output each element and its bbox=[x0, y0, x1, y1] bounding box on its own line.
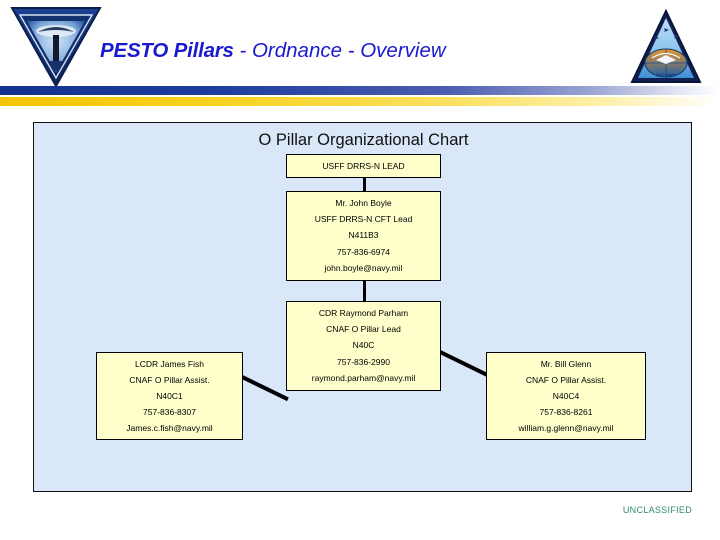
org-box-email: john.boyle@navy.mil bbox=[324, 263, 403, 274]
org-box-fish[interactable]: LCDR James Fish CNAF O Pillar Assist. N4… bbox=[96, 352, 243, 440]
org-box-name: CDR Raymond Parham bbox=[318, 307, 409, 318]
chart-title: O Pillar Organizational Chart bbox=[258, 131, 469, 149]
org-box-email: James.c.fish@navy.mil bbox=[126, 422, 213, 433]
org-box-email: william.g.glenn@navy.mil bbox=[518, 422, 614, 433]
connector-parham-to-glenn bbox=[433, 347, 491, 378]
org-box-parham[interactable]: CDR Raymond Parham CNAF O Pillar Lead N4… bbox=[286, 301, 441, 391]
org-box-role: CNAF O Pillar Lead bbox=[326, 324, 401, 335]
org-box-role: USFF DRRS-N CFT Lead bbox=[314, 214, 413, 225]
org-box-phone: 757-836-2990 bbox=[337, 356, 390, 367]
org-box-role: CNAF O Pillar Assist. bbox=[525, 374, 607, 385]
org-chart-panel: O Pillar Organizational Chart USFF DRRS-… bbox=[33, 122, 692, 492]
org-box-code: N40C bbox=[352, 340, 375, 351]
connector-boyle-to-parham bbox=[363, 281, 366, 301]
org-box-code: N411B3 bbox=[348, 230, 379, 241]
org-box-email: raymond.parham@navy.mil bbox=[311, 373, 416, 384]
page-title-bold: PESTO Pillars bbox=[100, 39, 234, 62]
page-title: PESTO Pillars - Ordnance - Overview bbox=[100, 38, 620, 64]
header-gold-band bbox=[0, 97, 720, 106]
page-title-rest: - Ordnance - Overview bbox=[233, 39, 446, 62]
org-box-phone: 757-836-6974 bbox=[337, 246, 390, 257]
org-box-line: USFF DRRS-N LEAD bbox=[322, 160, 405, 171]
org-box-boyle[interactable]: Mr. John Boyle USFF DRRS-N CFT Lead N411… bbox=[286, 191, 441, 281]
org-box-phone: 757-836-8261 bbox=[539, 406, 593, 417]
header-blue-band bbox=[0, 86, 720, 95]
org-box-usff-lead[interactable]: USFF DRRS-N LEAD bbox=[286, 154, 441, 178]
org-box-role: CNAF O Pillar Assist. bbox=[129, 374, 210, 385]
org-box-code: N40C4 bbox=[552, 390, 580, 401]
slide-header: PESTO Pillars - Ordnance - Overview U bbox=[0, 0, 720, 106]
classification-marking: UNCLASSIFIED bbox=[622, 505, 692, 515]
connector-usff-to-boyle bbox=[363, 178, 366, 191]
org-box-name: Mr. Bill Glenn bbox=[540, 358, 592, 369]
naval-air-force-triangle-emblem-icon: U.S. NAVY bbox=[630, 8, 702, 83]
svg-text:U.S. NAVY: U.S. NAVY bbox=[656, 72, 676, 77]
org-box-name: Mr. John Boyle bbox=[335, 197, 392, 208]
org-box-glenn[interactable]: Mr. Bill Glenn CNAF O Pillar Assist. N40… bbox=[486, 352, 646, 440]
navy-command-triangle-emblem-icon bbox=[10, 7, 102, 89]
org-box-name: LCDR James Fish bbox=[135, 358, 204, 369]
org-box-phone: 757-836-8307 bbox=[143, 406, 196, 417]
org-box-code: N40C1 bbox=[156, 390, 183, 401]
